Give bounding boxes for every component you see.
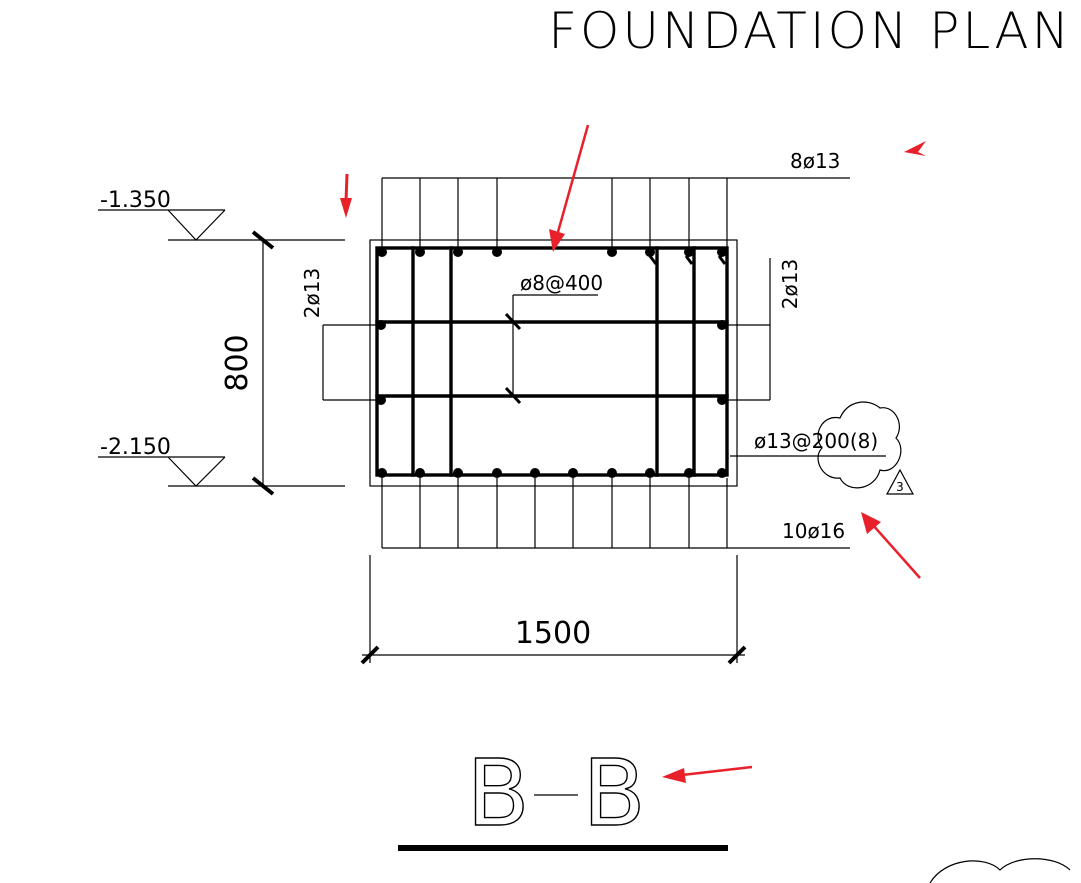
side-rebar-dots <box>376 320 727 405</box>
bottom-rebar-dots <box>377 468 727 478</box>
level-marker-top: -1.350 <box>98 188 345 241</box>
top-rebar-dots <box>377 247 727 257</box>
bottom-bars-label: 10ø16 <box>782 519 845 543</box>
top-bar-stubs <box>381 177 850 247</box>
revision-cloud-partial <box>929 858 1071 883</box>
section-label-left: B <box>466 740 529 847</box>
revision-triangle-icon <box>885 468 915 495</box>
top-bars-label: 8ø13 <box>790 149 840 173</box>
top-rebar-hooks <box>648 255 727 265</box>
annotation-arrows <box>340 124 926 783</box>
annotation-arrow-icon <box>861 512 921 579</box>
revision-tag: 3 <box>896 480 904 494</box>
level-label-bottom: -2.150 <box>100 435 171 460</box>
rebar-cage <box>375 246 729 477</box>
height-dimension: 800 <box>220 230 275 496</box>
section-label: B B <box>398 739 728 851</box>
ties-label: ø8@400 <box>520 271 603 295</box>
annotation-arrow-icon <box>904 141 926 156</box>
width-dimension-label: 1500 <box>515 616 591 651</box>
level-marker-bottom: -2.150 <box>98 435 345 487</box>
annotation-arrow-icon <box>340 173 352 218</box>
height-dimension-label: 800 <box>220 334 255 391</box>
annotation-arrow-icon <box>662 765 753 783</box>
width-dimension: 1500 <box>360 555 747 665</box>
stirrups-label: ø13@200(8) <box>754 429 878 453</box>
level-label-top: -1.350 <box>100 188 171 213</box>
drawing-title: FOUNDATION PLAN <box>548 2 1072 60</box>
revision-cloud <box>817 401 902 489</box>
right-side-bars-leader <box>722 258 771 401</box>
annotation-arrow-icon <box>549 124 590 252</box>
left-side-bars-label: 2ø13 <box>300 268 324 318</box>
right-side-bars-label: 2ø13 <box>778 259 802 309</box>
left-side-bars-leader <box>322 324 381 401</box>
section-label-right: B <box>582 740 645 847</box>
bottom-bar-stubs <box>381 478 850 549</box>
ties-leader <box>504 294 598 405</box>
